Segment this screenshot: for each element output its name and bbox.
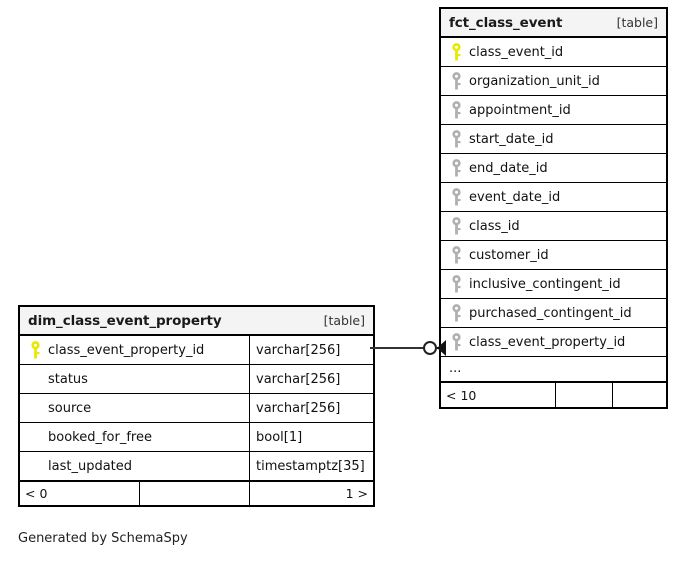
table-footer-dim-class-event-property: < 0 1 > xyxy=(20,481,373,505)
table-row[interactable]: customer_id xyxy=(441,241,666,270)
column-label: booked_for_free xyxy=(48,429,152,445)
column-name-cell: status xyxy=(20,365,249,393)
column-name-cell: inclusive_contingent_id xyxy=(441,270,666,298)
generator-note: Generated by SchemaSpy xyxy=(18,531,188,546)
column-type-label: varchar[256] xyxy=(256,342,341,358)
column-type-cell: varchar[256] xyxy=(249,365,373,393)
column-label: class_event_property_id xyxy=(48,342,205,358)
column-label: status xyxy=(48,371,88,387)
column-type-label: bool[1] xyxy=(256,429,303,445)
column-label: appointment_id xyxy=(469,102,571,118)
column-type-cell: varchar[256] xyxy=(249,336,373,364)
table-fct-class-event[interactable]: fct_class_event [table] class_event_id xyxy=(439,7,668,409)
foreign-key-icon xyxy=(447,246,465,264)
table-kind-label: [table] xyxy=(323,313,365,328)
table-row[interactable]: booked_for_free bool[1] xyxy=(20,423,373,452)
column-label: purchased_contingent_id xyxy=(469,305,632,321)
table-row[interactable]: last_updated timestamptz[35] xyxy=(20,452,373,481)
table-row[interactable]: class_event_property_id varchar[256] xyxy=(20,336,373,365)
foreign-key-icon xyxy=(447,101,465,119)
column-type-cell: bool[1] xyxy=(249,423,373,451)
column-name-cell: class_event_property_id xyxy=(441,328,666,356)
footer-parent-count[interactable]: < 0 xyxy=(25,486,48,501)
table-row[interactable]: class_event_property_id xyxy=(441,328,666,357)
column-name-cell: organization_unit_id xyxy=(441,67,666,95)
column-name-cell: class_id xyxy=(441,212,666,240)
column-label: class_id xyxy=(469,218,520,234)
column-label: organization_unit_id xyxy=(469,73,600,89)
column-name-cell: last_updated xyxy=(20,452,249,480)
footer-middle-cell xyxy=(555,383,612,407)
foreign-key-icon xyxy=(447,333,465,351)
table-kind-label: [table] xyxy=(616,15,658,30)
column-name-cell: event_date_id xyxy=(441,183,666,211)
column-name-cell: start_date_id xyxy=(441,125,666,153)
table-header-fct-class-event: fct_class_event [table] xyxy=(441,9,666,38)
table-title: fct_class_event xyxy=(449,14,563,31)
foreign-key-icon xyxy=(447,130,465,148)
column-label: source xyxy=(48,400,92,416)
column-label: inclusive_contingent_id xyxy=(469,276,621,292)
table-row[interactable]: end_date_id xyxy=(441,154,666,183)
table-row[interactable]: appointment_id xyxy=(441,96,666,125)
table-header-dim-class-event-property: dim_class_event_property [table] xyxy=(20,307,373,336)
footer-parent-count[interactable]: < 10 xyxy=(446,387,477,403)
table-row[interactable]: class_event_id xyxy=(441,38,666,67)
column-type-cell: timestamptz[35] xyxy=(249,452,373,480)
foreign-key-icon xyxy=(447,188,465,206)
table-row[interactable]: purchased_contingent_id xyxy=(441,299,666,328)
column-name-cell: end_date_id xyxy=(441,154,666,182)
column-label: end_date_id xyxy=(469,160,548,176)
foreign-key-icon xyxy=(447,304,465,322)
foreign-key-icon xyxy=(447,217,465,235)
column-name-cell: purchased_contingent_id xyxy=(441,299,666,327)
primary-key-icon xyxy=(447,43,465,61)
table-row[interactable]: inclusive_contingent_id xyxy=(441,270,666,299)
more-columns-label: ... xyxy=(449,361,462,376)
foreign-key-icon xyxy=(447,72,465,90)
primary-key-icon xyxy=(26,341,44,359)
table-row[interactable]: organization_unit_id xyxy=(441,67,666,96)
table-row[interactable]: start_date_id xyxy=(441,125,666,154)
table-row[interactable]: source varchar[256] xyxy=(20,394,373,423)
more-columns-indicator: ... xyxy=(441,357,666,383)
relationship-connector-dim-to-fct[interactable] xyxy=(370,330,446,368)
column-name-cell: booked_for_free xyxy=(20,423,249,451)
column-label: class_event_property_id xyxy=(469,334,626,350)
footer-middle-cell xyxy=(139,482,249,505)
column-type-label: timestamptz[35] xyxy=(256,458,365,474)
column-label: customer_id xyxy=(469,247,549,263)
column-type-cell: varchar[256] xyxy=(249,394,373,422)
table-footer-fct-class-event: < 10 xyxy=(441,383,666,407)
footer-child-count[interactable] xyxy=(612,383,666,407)
table-row[interactable]: class_id xyxy=(441,212,666,241)
column-type-label: varchar[256] xyxy=(256,371,341,387)
column-label: class_event_id xyxy=(469,44,564,60)
column-label: start_date_id xyxy=(469,131,554,147)
column-type-label: varchar[256] xyxy=(256,400,341,416)
column-name-cell: source xyxy=(20,394,249,422)
table-dim-class-event-property[interactable]: dim_class_event_property [table] class_e… xyxy=(18,305,375,507)
table-row[interactable]: event_date_id xyxy=(441,183,666,212)
column-name-cell: class_event_id xyxy=(441,38,666,66)
column-name-cell: class_event_property_id xyxy=(20,336,249,364)
foreign-key-icon xyxy=(447,275,465,293)
table-row[interactable]: status varchar[256] xyxy=(20,365,373,394)
column-label: event_date_id xyxy=(469,189,561,205)
column-name-cell: appointment_id xyxy=(441,96,666,124)
footer-child-count[interactable]: 1 > xyxy=(249,482,373,505)
column-name-cell: customer_id xyxy=(441,241,666,269)
foreign-key-icon xyxy=(447,159,465,177)
column-label: last_updated xyxy=(48,458,133,474)
table-title: dim_class_event_property xyxy=(28,312,222,329)
